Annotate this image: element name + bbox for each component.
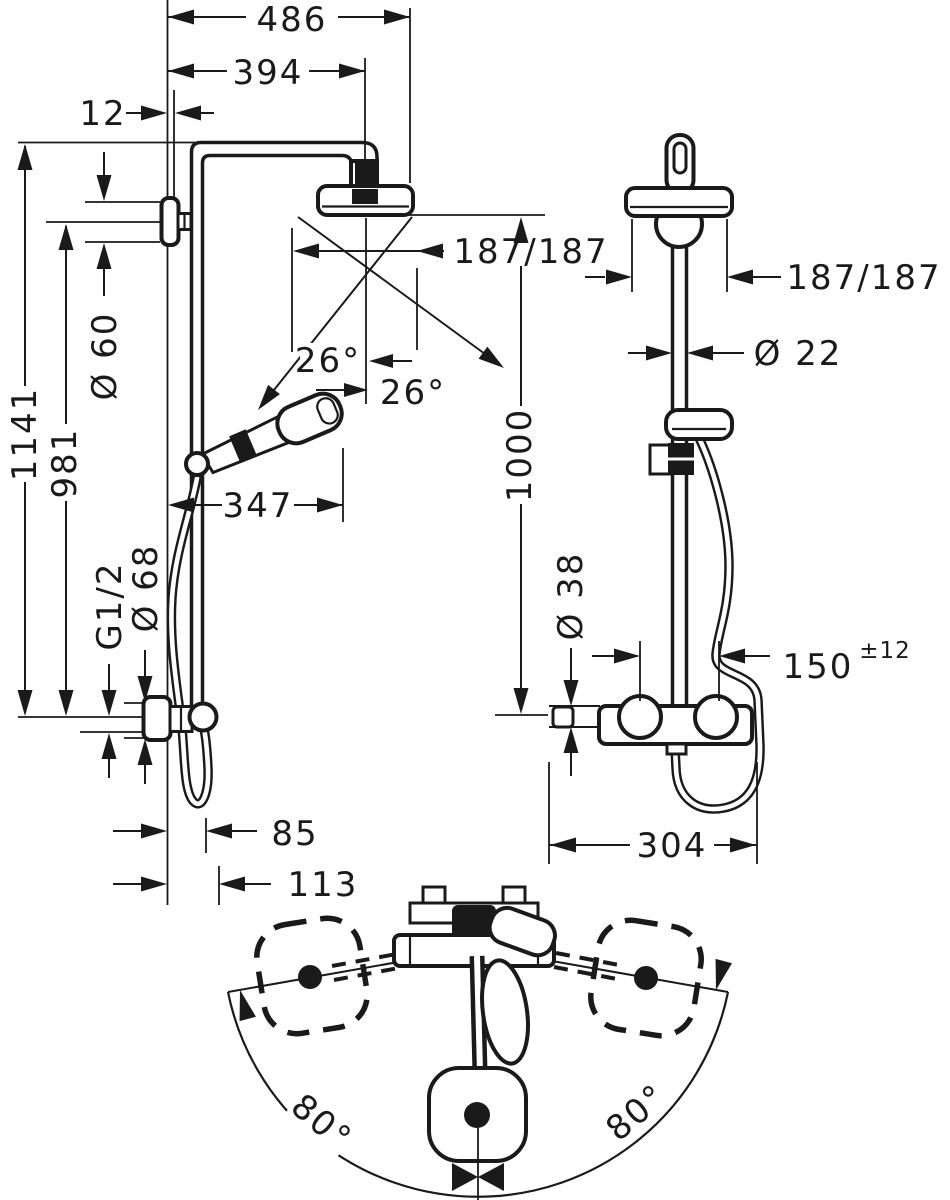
dim-spray-angle-right: 26° xyxy=(380,373,446,413)
dim-head-reach-side: 187/187 xyxy=(786,258,941,298)
head-side-profile xyxy=(624,186,734,218)
dimensions: 486 394 12 1141 981 xyxy=(5,0,941,1159)
dim-valve-width: 304 xyxy=(637,826,708,866)
shower-bar-outer xyxy=(189,140,379,726)
handle-clamp xyxy=(229,429,257,463)
spray-arrow-left xyxy=(258,384,280,410)
dimension-thread: G1/2 xyxy=(90,561,130,778)
dim-bar-offset: 12 xyxy=(79,94,126,134)
dimension-valve-width: 304 xyxy=(548,762,758,866)
dimension-pipe-dia: Ø 22 xyxy=(628,334,843,374)
dim-supply-tolerance: ±12 xyxy=(859,638,911,664)
dimension-supply-distance: 150 ±12 xyxy=(592,638,911,701)
holder-pivot xyxy=(184,451,210,477)
handshower-shaft-fill xyxy=(474,955,483,1073)
dim-bracket-dia: Ø 60 xyxy=(85,312,125,401)
dimension-handshower-reach: 347 xyxy=(168,486,343,526)
dim-knob-dia: Ø 38 xyxy=(551,552,591,641)
dimension-overall-width: 486 xyxy=(168,0,410,40)
arc-arrow-left xyxy=(239,989,256,1022)
holder-dashed-left-a xyxy=(331,951,403,968)
dimension-hose-offset-large: 113 xyxy=(113,865,359,905)
head-stem-shadow xyxy=(352,189,378,204)
dim-swivel-right: 80° xyxy=(598,1076,674,1149)
holder-dashed-right-a xyxy=(555,951,625,968)
dim-supply-distance: 150 xyxy=(783,647,854,687)
top-view xyxy=(226,885,732,1200)
dim-arm-projection: 394 xyxy=(233,53,304,93)
dim-spray-angle-left: 26° xyxy=(295,341,361,381)
side-view xyxy=(551,133,765,814)
dimension-arm-projection: 394 xyxy=(168,53,365,93)
hose-union-nut xyxy=(187,701,219,733)
dim-handshower-reach: 347 xyxy=(223,486,294,526)
dimension-head-reach-side: 187/187 xyxy=(585,219,941,298)
dim-pipe-dia: Ø 22 xyxy=(754,334,843,374)
dimension-knob-dia: Ø 38 xyxy=(549,552,600,776)
dimension-bracket-dia: Ø 60 xyxy=(85,152,125,400)
handshower-face xyxy=(316,397,339,425)
dimension-head-reach-front: 187/187 xyxy=(293,232,608,272)
wall-bracket xyxy=(159,196,181,247)
hose-fill xyxy=(169,475,211,806)
spray-line-left xyxy=(261,216,413,406)
head-position-left xyxy=(254,915,370,1037)
hand-shower xyxy=(199,391,344,475)
pivot-dot-right xyxy=(634,966,658,990)
flow-knob xyxy=(693,694,739,740)
dimension-hose-offset-small: 85 xyxy=(113,814,318,854)
dim-bar-height: 981 xyxy=(45,428,85,499)
handshower-body-top xyxy=(480,958,530,1066)
dim-escutcheon-dia: Ø 68 xyxy=(126,544,166,633)
head-position-right xyxy=(588,917,704,1039)
hose-outlet xyxy=(665,742,688,756)
swivel-position-right xyxy=(588,917,704,1039)
handle-top-shape xyxy=(487,905,557,958)
swivel-position-left xyxy=(254,915,370,1037)
temperature-knob xyxy=(617,694,663,740)
soap-dish xyxy=(664,408,734,441)
handshower-cone xyxy=(480,958,530,1066)
dimension-swivel-left: 80° xyxy=(283,1086,360,1159)
dimension-escutcheon-dia: Ø 68 xyxy=(126,544,166,784)
dim-spray-height: 1000 xyxy=(500,408,540,503)
dimension-swivel-right: 80° xyxy=(598,1076,675,1149)
dim-head-reach-front: 187/187 xyxy=(453,232,608,272)
hose-side-fill xyxy=(672,437,763,812)
holder-dashed-right-b xyxy=(553,965,623,982)
holder-dashed-left-b xyxy=(333,965,405,982)
front-view xyxy=(18,0,548,905)
handshower-head xyxy=(275,391,344,446)
arc-arrow-right xyxy=(715,958,732,990)
dim-hose-offset-large: 113 xyxy=(288,865,359,905)
head-center-dot xyxy=(464,1102,490,1128)
handle-top xyxy=(487,905,557,958)
dim-swivel-left: 80° xyxy=(283,1086,359,1159)
dim-hose-offset-small: 85 xyxy=(271,814,318,854)
dimension-bar-height: 981 xyxy=(45,224,85,716)
dim-thread: G1/2 xyxy=(90,561,130,650)
dimension-total-height: 1141 xyxy=(5,144,45,716)
spray-arrow-right xyxy=(478,346,504,368)
dimension-bar-offset: 12 xyxy=(79,94,214,134)
supply-cap xyxy=(551,705,575,729)
dim-total-height: 1141 xyxy=(5,387,45,482)
pivot-dot-left xyxy=(298,965,322,989)
valve-center-block xyxy=(452,905,496,938)
dimension-spray-angles: 26° 26° xyxy=(295,341,446,413)
spray-line-right xyxy=(297,216,501,366)
dim-overall-width: 486 xyxy=(257,0,328,40)
supply-escutcheon xyxy=(141,695,173,742)
dimension-spray-height: 1000 xyxy=(500,217,540,714)
pin-slot xyxy=(672,141,688,175)
